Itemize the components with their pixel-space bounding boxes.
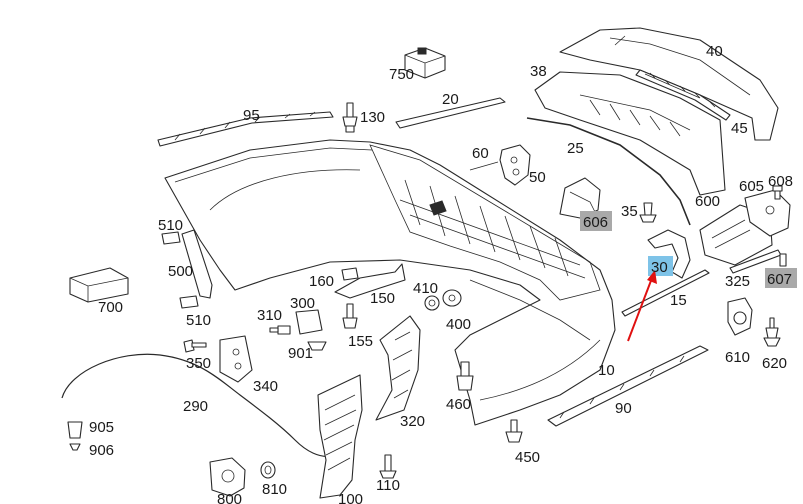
label-290: 290 xyxy=(183,398,208,415)
label-310: 310 xyxy=(257,307,282,324)
part-750-connector[interactable] xyxy=(404,47,446,79)
label-45: 45 xyxy=(731,120,748,137)
label-38: 38 xyxy=(530,63,547,80)
part-60-arrow xyxy=(469,161,499,171)
part-450-bolt[interactable] xyxy=(505,419,523,443)
label-510b: 510 xyxy=(186,312,211,329)
part-30-bracket[interactable] xyxy=(647,229,691,279)
part-155-screw[interactable] xyxy=(342,303,358,329)
part-10-bumper-cover[interactable] xyxy=(164,139,616,426)
part-500-side-bracket[interactable] xyxy=(181,229,213,299)
part-410-nut[interactable] xyxy=(424,295,440,311)
label-400: 400 xyxy=(446,316,471,333)
part-906-clip[interactable] xyxy=(69,443,81,451)
part-800-sensor[interactable] xyxy=(209,457,246,497)
label-350: 350 xyxy=(186,355,211,372)
label-130: 130 xyxy=(360,109,385,126)
part-460-bolt[interactable] xyxy=(456,361,474,391)
part-700-module[interactable] xyxy=(69,267,129,303)
part-50-bracket[interactable] xyxy=(499,144,531,186)
label-95: 95 xyxy=(243,107,260,124)
label-110: 110 xyxy=(376,477,400,494)
label-25: 25 xyxy=(567,140,584,157)
label-901: 901 xyxy=(288,345,313,362)
part-90-trim-strip[interactable] xyxy=(547,345,709,427)
label-700: 700 xyxy=(98,299,123,316)
pointer-arrow xyxy=(627,270,657,342)
part-45-trim-strip[interactable] xyxy=(635,69,731,121)
label-905: 905 xyxy=(89,419,114,436)
label-60: 60 xyxy=(472,145,489,162)
part-25-trim-line[interactable] xyxy=(526,117,691,226)
part-810-ring[interactable] xyxy=(260,461,276,479)
label-605: 605 xyxy=(739,178,764,195)
label-30: 30 xyxy=(651,259,668,276)
part-110-screw[interactable] xyxy=(379,454,397,479)
label-500: 500 xyxy=(168,263,193,280)
label-906: 906 xyxy=(89,442,114,459)
label-15: 15 xyxy=(670,292,687,309)
label-750: 750 xyxy=(389,66,414,83)
part-15-trim[interactable] xyxy=(621,269,710,317)
part-95-left-trim[interactable] xyxy=(157,111,334,147)
part-10-inner-ribs xyxy=(369,144,601,301)
part-310-screw[interactable] xyxy=(269,325,291,335)
part-340-bracket[interactable] xyxy=(219,335,253,383)
label-155: 155 xyxy=(348,333,373,350)
part-607-clip[interactable] xyxy=(779,253,787,267)
part-400-washer[interactable] xyxy=(442,289,462,307)
label-40: 40 xyxy=(706,43,723,60)
label-606: 606 xyxy=(583,214,608,231)
label-510a: 510 xyxy=(158,217,183,234)
label-325: 325 xyxy=(725,273,750,290)
part-20-upper-trim[interactable] xyxy=(395,97,506,129)
label-50: 50 xyxy=(529,169,546,186)
label-620: 620 xyxy=(762,355,787,372)
part-510-clip-lower[interactable] xyxy=(179,295,199,309)
part-150-bracket[interactable] xyxy=(334,263,406,299)
part-905-plug[interactable] xyxy=(67,421,83,439)
highlight-607 xyxy=(765,268,797,288)
part-100-large-bracket[interactable] xyxy=(317,374,363,499)
label-35: 35 xyxy=(621,203,638,220)
part-606-bracket[interactable] xyxy=(559,177,601,219)
label-340: 340 xyxy=(253,378,278,395)
label-320: 320 xyxy=(400,413,425,430)
label-150: 150 xyxy=(370,290,395,307)
part-350-bolt[interactable] xyxy=(183,339,207,353)
label-800: 800 xyxy=(217,491,242,504)
highlight-606 xyxy=(580,211,612,231)
label-810: 810 xyxy=(262,481,287,498)
part-130-bolt[interactable] xyxy=(342,102,358,133)
part-160-clip[interactable] xyxy=(341,267,359,281)
label-10: 10 xyxy=(598,362,615,379)
label-460: 460 xyxy=(446,396,471,413)
label-410: 410 xyxy=(413,280,438,297)
label-607: 607 xyxy=(767,271,792,288)
part-610-sensor[interactable] xyxy=(727,297,753,336)
label-450: 450 xyxy=(515,449,540,466)
part-38-lower-diffuser[interactable] xyxy=(534,71,726,196)
part-510-clip-upper[interactable] xyxy=(161,231,181,245)
label-160: 160 xyxy=(309,273,334,290)
label-90: 90 xyxy=(615,400,632,417)
label-20: 20 xyxy=(442,91,459,108)
label-610: 610 xyxy=(725,349,750,366)
part-290-wiring-harness xyxy=(61,353,336,457)
part-320-bracket[interactable] xyxy=(375,315,421,421)
part-300-sensor[interactable] xyxy=(295,309,323,335)
part-608-screw[interactable] xyxy=(772,185,783,200)
label-100: 100 xyxy=(338,491,363,504)
label-600: 600 xyxy=(695,193,720,210)
part-901-clip[interactable] xyxy=(307,341,327,351)
label-608: 608 xyxy=(768,173,793,190)
part-35-bolt[interactable] xyxy=(639,202,657,223)
label-300: 300 xyxy=(290,295,315,312)
part-620-screw[interactable] xyxy=(763,317,781,347)
